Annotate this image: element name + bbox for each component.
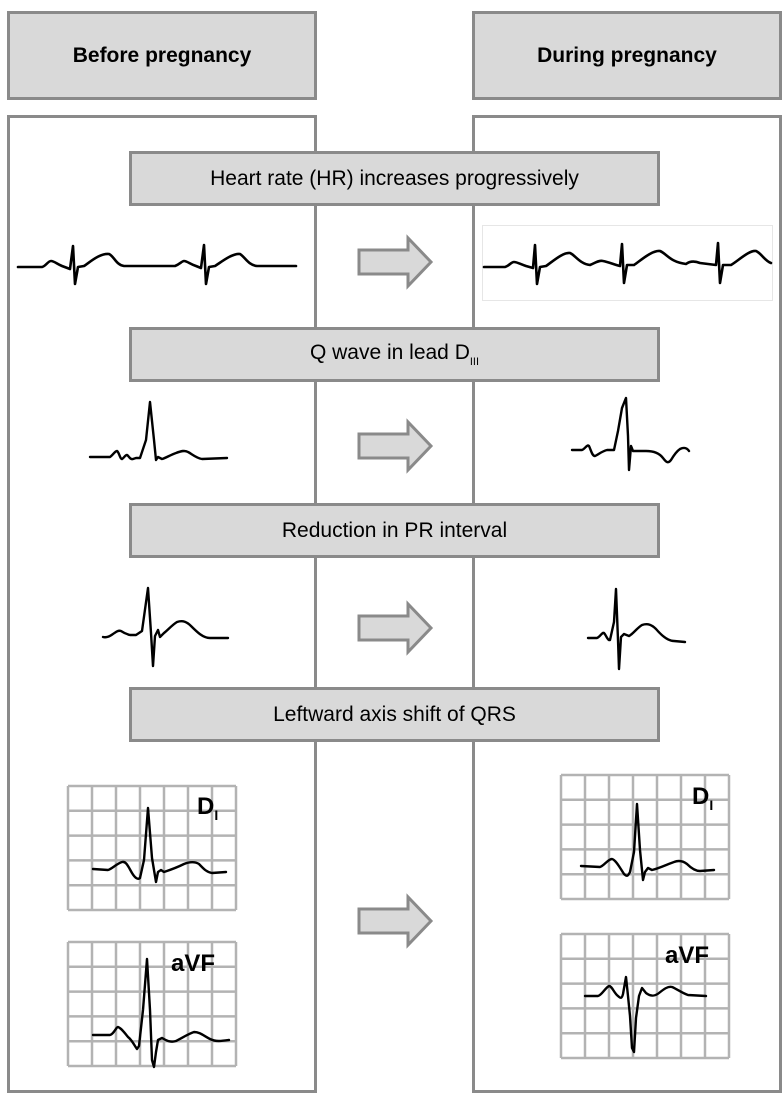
header-before-pregnancy: Before pregnancy <box>7 11 317 100</box>
header-before-label: Before pregnancy <box>72 43 252 67</box>
banner-heart-rate-label: Heart rate (HR) increases progressively <box>210 166 579 190</box>
header-during-pregnancy: During pregnancy <box>472 11 782 100</box>
lead-label-di-before: DI <box>197 793 219 823</box>
column-during-pregnancy <box>472 115 782 1093</box>
banner-qrs-axis: Leftward axis shift of QRS <box>129 687 660 742</box>
ecg-grid-before-di <box>66 784 238 912</box>
lead-label-di-during: DI <box>692 783 714 813</box>
ecg-trace-pr-during <box>586 587 687 671</box>
banner-q-wave: Q wave in lead DIII <box>129 327 660 382</box>
banner-pr-interval-label: Reduction in PR interval <box>281 518 508 542</box>
header-during-label: During pregnancy <box>537 43 717 67</box>
banner-pr-interval: Reduction in PR interval <box>129 503 660 558</box>
ecg-trace-di-during <box>579 802 716 882</box>
ecg-trace-hr-before <box>16 243 298 286</box>
arrow-right-icon <box>357 893 434 949</box>
ecg-trace-di-before <box>91 806 228 884</box>
lead-label-avf-during: aVF <box>665 942 710 969</box>
ecg-grid-before-avf <box>66 940 238 1068</box>
arrow-right-icon <box>357 600 434 656</box>
ecg-trace-avf-before <box>91 957 231 1069</box>
ecg-image-frame <box>482 225 773 301</box>
banner-heart-rate: Heart rate (HR) increases progressively <box>129 151 660 206</box>
ecg-trace-qwave-before <box>88 400 229 462</box>
banner-q-wave-label: Q wave in lead DIII <box>309 341 480 368</box>
arrow-right-icon <box>357 234 434 290</box>
ecg-trace-hr-during <box>482 241 773 286</box>
column-before-pregnancy <box>7 115 317 1093</box>
ecg-trace-qwave-during <box>570 396 691 472</box>
arrow-right-icon <box>357 418 434 474</box>
lead-subscript: III <box>469 356 480 368</box>
banner-qrs-axis-label: Leftward axis shift of QRS <box>273 702 516 726</box>
ecg-trace-avf-during <box>583 975 708 1054</box>
ecg-trace-pr-before <box>101 586 230 668</box>
lead-label-avf-before: aVF <box>171 950 216 977</box>
